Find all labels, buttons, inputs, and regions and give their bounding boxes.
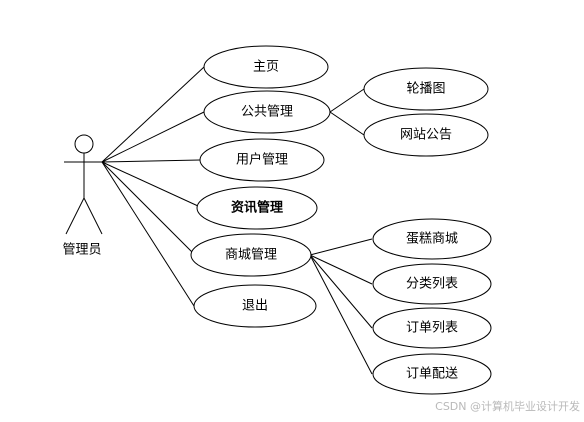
association-logout [101, 161, 195, 307]
use-case-cake-mall[interactable]: 蛋糕商城 [372, 218, 492, 260]
actor-associations [101, 66, 205, 307]
use-case-news-management[interactable]: 资讯管理 [196, 186, 318, 230]
use-case-home-label: 主页 [253, 60, 279, 75]
link-mall-category [309, 254, 373, 285]
actor-label: 管理员 [62, 243, 101, 258]
mall-management-links [309, 238, 373, 375]
use-case-logout-label: 退出 [242, 299, 268, 314]
use-case-notice-ellipse [363, 113, 489, 157]
use-case-notice-label: 网站公告 [400, 128, 452, 143]
association-mall [101, 161, 195, 255]
use-case-order-delivery[interactable]: 订单配送 [372, 353, 492, 395]
use-case-public-label: 公共管理 [241, 105, 293, 120]
use-case-mall-label: 商城管理 [225, 248, 277, 263]
association-news [101, 161, 199, 207]
association-home [101, 66, 205, 163]
use-case-home-ellipse [203, 45, 329, 89]
use-case-user-ellipse [199, 138, 325, 182]
actor-right-leg [83, 197, 103, 235]
actor-left-leg [65, 197, 85, 235]
use-case-carousel-ellipse [363, 67, 489, 111]
use-case-user-label: 用户管理 [236, 152, 288, 168]
use-case-cake-ellipse [372, 218, 492, 260]
use-case-order-list[interactable]: 订单列表 [372, 307, 492, 349]
use-case-carousel-label: 轮播图 [406, 82, 445, 97]
use-case-category-list[interactable]: 分类列表 [372, 263, 492, 305]
use-case-order-delivery-label: 订单配送 [406, 367, 458, 382]
use-case-website-notice[interactable]: 网站公告 [363, 113, 489, 157]
use-case-category-ellipse [372, 263, 492, 305]
use-case-order-list-label: 订单列表 [406, 321, 458, 336]
use-case-home[interactable]: 主页 [203, 45, 329, 89]
link-public-carousel [329, 88, 365, 113]
use-case-carousel[interactable]: 轮播图 [363, 67, 489, 111]
use-case-cake-label: 蛋糕商城 [406, 232, 458, 247]
use-case-mall-ellipse [190, 233, 312, 277]
use-case-logout-ellipse [193, 284, 317, 328]
use-case-mall-management[interactable]: 商城管理 [190, 233, 312, 277]
link-public-notice [329, 111, 365, 136]
use-case-category-label: 分类列表 [406, 277, 458, 292]
link-mall-order-list [309, 254, 373, 329]
actor-admin: 管理员 [62, 134, 104, 258]
use-case-user-management[interactable]: 用户管理 [199, 138, 325, 182]
public-management-links [329, 88, 365, 136]
use-case-logout[interactable]: 退出 [193, 284, 317, 328]
association-user [101, 159, 201, 163]
watermark: CSDN @计算机毕业设计开发 [435, 400, 580, 413]
actor-head [74, 134, 94, 154]
use-case-public-ellipse [203, 90, 331, 134]
use-case-news-label: 资讯管理 [231, 200, 283, 216]
use-case-public-management[interactable]: 公共管理 [203, 90, 331, 134]
use-case-news-ellipse [196, 186, 318, 230]
use-case-order-list-ellipse [372, 307, 492, 349]
association-public [101, 111, 205, 163]
link-mall-order-delivery [309, 254, 373, 375]
use-case-order-delivery-ellipse [372, 353, 492, 395]
link-mall-cake [309, 238, 373, 256]
